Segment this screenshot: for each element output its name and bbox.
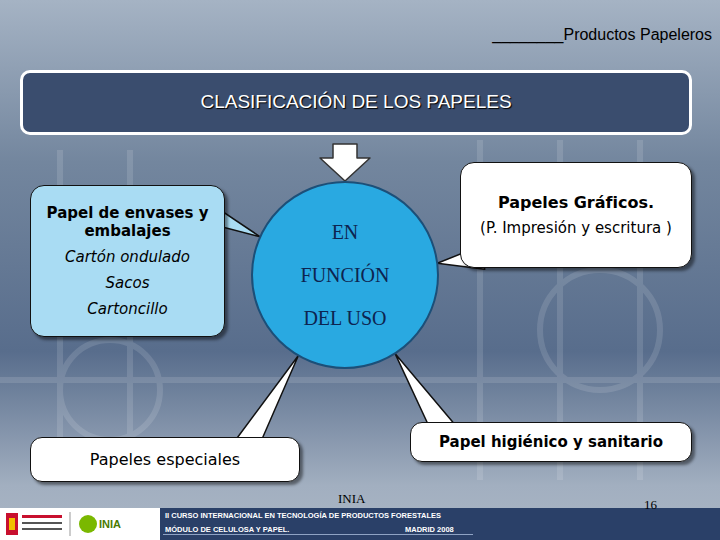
- government-logo: [9, 518, 15, 530]
- category-item: Cartoncillo: [87, 300, 167, 318]
- footer-module: MÓDULO DE CELULOSA Y PAPEL.: [165, 525, 289, 534]
- page-number: 16: [644, 497, 657, 513]
- footer-band: [0, 508, 720, 540]
- category-heading: Papel higiénico y sanitario: [439, 433, 663, 451]
- footer-rule: [163, 534, 473, 535]
- government-logo: [22, 528, 62, 530]
- logo-text: INIA: [99, 518, 121, 530]
- callout-box: Papeles Gráficos. (P. Impresión y escritu…: [460, 162, 692, 268]
- hub-circle-shape: [252, 182, 438, 368]
- callout-box: Papel de envases y embalajesCartón ondul…: [30, 185, 225, 337]
- category-heading: Papeles Gráficos.: [498, 193, 654, 212]
- logo-panel: [0, 508, 160, 540]
- logo-separator: [70, 512, 71, 536]
- slide-header: ________Productos Papeleros: [492, 26, 712, 44]
- government-logo: [22, 515, 62, 518]
- section-heading: CLASIFICACIÓN DE LOS PAPELES: [200, 91, 511, 114]
- footer-place: MADRID 2008: [405, 525, 454, 534]
- category-heading: Papeles especiales: [90, 450, 240, 469]
- callout-box: Papel higiénico y sanitario: [410, 422, 692, 462]
- inia-logo: [79, 515, 97, 533]
- footer-course: II CURSO INTERNACIONAL EN TECNOLOGÍA DE …: [165, 511, 441, 520]
- hub-circle: EN FUNCIÓN DEL USO: [250, 180, 440, 370]
- category-item: Sacos: [106, 274, 150, 292]
- callout-box: Papeles especiales: [30, 437, 300, 482]
- government-logo: [22, 522, 62, 524]
- government-logo: [6, 513, 18, 535]
- category-heading: Papel de envases y embalajes: [41, 204, 214, 240]
- hub-text: EN FUNCIÓN DEL USO: [290, 211, 400, 340]
- machinery-photo: [0, 140, 720, 480]
- category-note: (P. Impresión y escritura ): [480, 219, 672, 237]
- footer-org: INIA: [338, 491, 365, 507]
- callout-box: CLASIFICACIÓN DE LOS PAPELES: [20, 70, 692, 135]
- category-item: Cartón ondulado: [65, 248, 190, 266]
- block-arrow: [320, 144, 370, 181]
